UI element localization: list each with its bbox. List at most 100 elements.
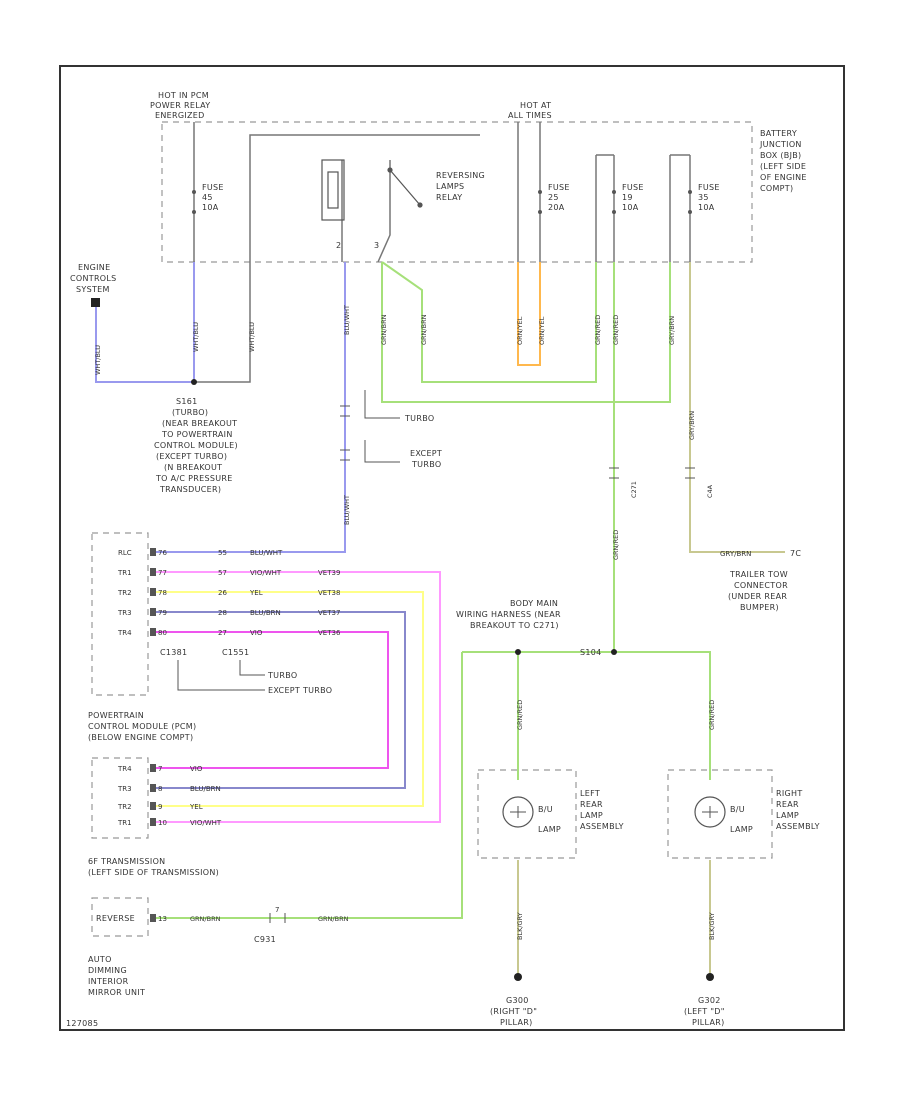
ecs-label-1: ENGINE <box>78 263 110 272</box>
body-label-2: WIRING HARNESS (NEAR <box>456 610 561 619</box>
pcm-wire-col-2: YEL <box>249 589 263 597</box>
wire-label-10: GRN/RED <box>594 315 602 345</box>
fuse35-num: 35 <box>698 193 709 202</box>
trailer-label-1: TRAILER TOW <box>729 570 788 579</box>
wire-label-1: WHT/BLU <box>94 345 102 375</box>
fuse45-amp: 10A <box>202 203 219 212</box>
wire-label-6: GRN/BRN <box>380 314 388 345</box>
pcm-connector-outline <box>91 532 149 696</box>
except-turbo-label-2: TURBO <box>411 460 441 469</box>
pcm-pin-num-77: 77 <box>158 569 167 577</box>
left-lamp-label-4: ASSEMBLY <box>580 822 624 831</box>
pcm-pin-tr1: TR1 <box>117 569 132 577</box>
trans-wire-col-2: YEL <box>189 803 203 811</box>
right-lamp-label-4: ASSEMBLY <box>776 822 820 831</box>
relay-pin-3: 3 <box>374 241 379 250</box>
bjb-label-6: COMPT) <box>760 184 793 193</box>
g300-label-3: PILLAR) <box>500 1018 533 1027</box>
wire-label-5: BLU/WHT <box>343 495 351 525</box>
mirror-label-2: DIMMING <box>88 966 127 975</box>
bjb-label-4: (LEFT SIDE <box>760 162 806 171</box>
left-rear-lamp-outline <box>477 769 577 859</box>
except-turbo-label-1: EXCEPT <box>410 449 442 458</box>
trans-pin-num-10: 10 <box>158 819 167 827</box>
s161-label-1: S161 <box>176 397 198 406</box>
blue-wires <box>95 262 346 553</box>
pcm-label-2: CONTROL MODULE (PCM) <box>88 722 196 731</box>
trailer-label-2: CONNECTOR <box>734 581 788 590</box>
pcm-vet-2: VET38 <box>318 589 340 597</box>
g300-label-2: (RIGHT "D" <box>490 1007 537 1016</box>
mirror-label-4: MIRROR UNIT <box>88 988 145 997</box>
pcm-tr-wires <box>150 571 441 823</box>
fuse19-label: FUSE <box>622 183 644 192</box>
pcm-wire-col-0: BLU/WHT <box>250 549 283 557</box>
wire-label-16: GRN/RED <box>708 700 716 730</box>
pcm-wire-num-26: 26 <box>218 589 227 597</box>
trans-label-1: 6F TRANSMISSION <box>88 857 165 866</box>
hot-all-label-1: HOT AT <box>520 101 551 110</box>
left-lamp-label-3: LAMP <box>580 811 603 820</box>
left-bu-label-1: B/U <box>538 805 553 814</box>
turbo-label: TURBO <box>404 414 434 423</box>
c1551-label: C1551 <box>222 648 249 657</box>
right-lamp-label-3: LAMP <box>776 811 799 820</box>
trans-wire-col-1: BLU/BRN <box>190 785 221 793</box>
left-lamp-label-2: REAR <box>580 800 603 809</box>
right-bu-label-2: LAMP <box>730 825 753 834</box>
fuse19-amp: 10A <box>622 203 639 212</box>
g302-label-1: G302 <box>698 996 721 1005</box>
wire-label-2: WHT/BLU <box>192 322 200 352</box>
wire-label-11: GRN/RED <box>612 315 620 345</box>
s161-label-5: CONTROL MODULE) <box>154 441 238 450</box>
trans-wire-col-0: VIO <box>190 765 203 773</box>
terminal-arrows <box>150 548 156 922</box>
bjb-label-1: BATTERY <box>760 129 797 138</box>
s161-label-7: (N BREAKOUT <box>164 463 222 472</box>
mirror-label-1: AUTO <box>88 955 112 964</box>
s161-label-9: TRANSDUCER) <box>159 485 221 494</box>
fuse45-num: 45 <box>202 193 213 202</box>
pcm-vet-4: VET36 <box>318 629 341 637</box>
trans-pin-tr2: TR2 <box>117 803 132 811</box>
wire-label-7: GRN/BRN <box>420 314 428 345</box>
hot-pcm-label-1: HOT IN PCM <box>158 91 209 100</box>
bjb-label-2: JUNCTION <box>759 140 802 149</box>
pcm-wire-col-1: VIO/WHT <box>250 569 282 577</box>
pcm-label-1: POWERTRAIN <box>88 711 144 720</box>
pcm-wire-col-3: BLU/BRN <box>250 609 281 617</box>
wire-label-14: GRN/RED <box>612 530 620 560</box>
ecs-label-2: CONTROLS <box>70 274 117 283</box>
fuse25-label: FUSE <box>548 183 570 192</box>
right-lamp-label-2: REAR <box>776 800 799 809</box>
wire-label-19: GRN/BRN <box>190 915 221 923</box>
battery-junction-box-outline <box>161 121 753 263</box>
fuse35-amp: 10A <box>698 203 715 212</box>
pcm-pin-rlc: RLC <box>118 549 132 557</box>
pcm-wire-num-57: 57 <box>218 569 227 577</box>
relay-pin-2: 2 <box>336 241 341 250</box>
pcm-wire-num-28: 28 <box>218 609 227 617</box>
wire-label-17: BLK/GRY <box>516 912 524 940</box>
s161-label-4: TO POWERTRAIN <box>161 430 233 439</box>
trans-pin-num-7: 7 <box>158 765 162 773</box>
trailer-wire <box>689 262 785 553</box>
fuse25-num: 25 <box>548 193 559 202</box>
g300-label-1: G300 <box>506 996 529 1005</box>
s161-label-6: (EXCEPT TURBO) <box>156 452 227 461</box>
relay-label-3: RELAY <box>436 193 463 202</box>
g302-label-2: (LEFT "D" <box>684 1007 725 1016</box>
right-lamp-label-1: RIGHT <box>776 789 803 798</box>
trans-wire-col-3: VIO/WHT <box>190 819 222 827</box>
wire-label-3: WHT/BLU <box>248 322 256 352</box>
pcm-pin-tr4: TR4 <box>117 629 132 637</box>
turbo-label-2: TURBO <box>267 671 297 680</box>
c4a-label: C4A <box>706 484 714 498</box>
right-bu-label-1: B/U <box>730 805 745 814</box>
wire-label-15: GRN/RED <box>516 700 524 730</box>
pcm-wire-num-55: 55 <box>218 549 227 557</box>
c931-label: C931 <box>254 935 276 944</box>
wire-label-20: GRN/BRN <box>318 915 349 923</box>
relay-label-1: REVERSING <box>436 171 485 180</box>
